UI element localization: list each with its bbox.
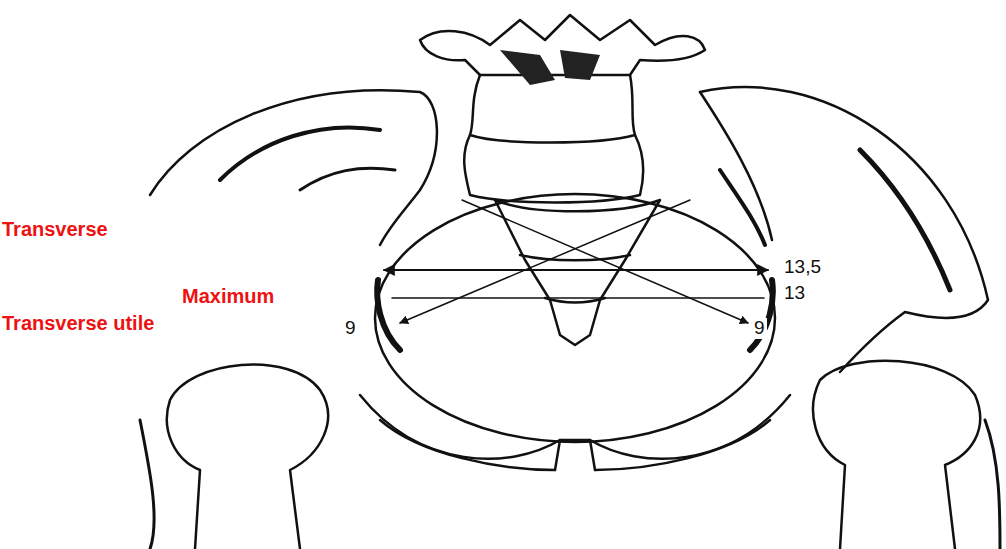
dimension-value: 13 (782, 283, 807, 304)
vertebral-body (464, 135, 643, 203)
diameter-label: Transverse utile (0, 312, 156, 334)
transverse-process (420, 15, 705, 75)
diameter-label: Maximum (180, 285, 276, 307)
transverse-maximum-line (384, 269, 768, 271)
pubic-arch (360, 395, 790, 459)
pelvic-inlet (375, 194, 775, 442)
vertebral-body (470, 75, 635, 143)
transverse-utile-line (392, 297, 764, 299)
diameter-label: Transverse (0, 218, 110, 240)
dimension-value: 13,5 (782, 257, 823, 278)
oblique-diameter (462, 200, 748, 323)
iliac-wing (150, 90, 437, 245)
femur (167, 365, 328, 549)
iliac-wing (700, 87, 988, 372)
dimension-value: 9 (343, 318, 358, 339)
oblique-diameter (400, 200, 690, 323)
femur (813, 361, 980, 549)
dimension-value: 9 (752, 318, 767, 339)
iliac-wing (700, 92, 772, 240)
